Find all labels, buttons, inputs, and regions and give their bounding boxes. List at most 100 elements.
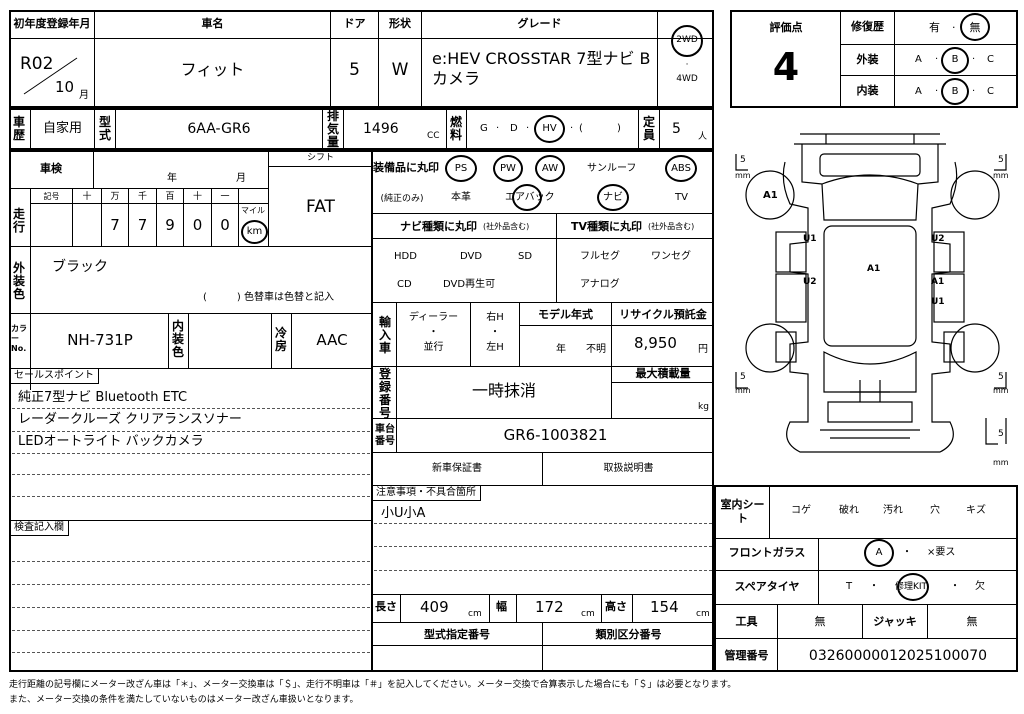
navi-dvd-play: DVD再生可 <box>443 279 496 290</box>
damage-mark: A1 <box>763 190 778 201</box>
shape-label: 形状 <box>389 17 411 30</box>
cm-unit: cm <box>581 609 595 619</box>
first-reg-year: R02 <box>20 54 54 74</box>
sheet-tear: 破れ <box>839 505 859 516</box>
notes-label: 注意事項・不具合箇所 <box>372 486 481 501</box>
repair-no: 無 <box>969 21 981 34</box>
depth-unit: mm <box>735 386 751 395</box>
history-label: 車歴 <box>12 115 25 142</box>
equip-tv: TV <box>675 192 688 203</box>
equip-ps: PS <box>454 163 468 174</box>
shaken-month-unit: 月 <box>236 173 246 184</box>
car-name: フィット <box>180 60 245 79</box>
doors: 5 <box>349 60 360 80</box>
capacity-unit: 人 <box>698 132 708 142</box>
equip-leather: 本革 <box>451 192 471 203</box>
ext-color-note: ( ) 色替車は色替と記入 <box>203 292 334 303</box>
depth-value: 5 <box>740 155 746 165</box>
damage-mark: A1 <box>867 264 881 274</box>
equip-ps-circle <box>445 155 477 182</box>
windshield-dot: ・ <box>902 547 912 558</box>
mileage-digit: 7 <box>110 216 120 234</box>
sheet-hole: 穴 <box>930 505 940 516</box>
mileage-digit: 9 <box>165 216 175 234</box>
model-year-label: モデル年式 <box>538 308 593 321</box>
navi-dvd: DVD <box>460 251 483 262</box>
tools-label: 工具 <box>735 615 758 628</box>
evaluation-box <box>730 10 1018 108</box>
capacity: 5 <box>672 121 681 137</box>
slash-divider <box>23 57 78 95</box>
mileage-col-4: 百 <box>165 192 175 202</box>
cooler-label: 冷房 <box>274 326 287 353</box>
tv-analog: アナログ <box>580 279 620 290</box>
mileage-col-5: 十 <box>192 192 202 202</box>
import-right: 右H <box>486 312 504 323</box>
spare-kit-circle <box>897 573 929 601</box>
int-grade-a: A <box>915 86 922 97</box>
capacity-label: 定員 <box>642 115 655 142</box>
equip-abs: ABS <box>671 163 691 174</box>
sales-point-line: 純正7型ナビ Bluetooth ETC <box>18 390 188 405</box>
depth-value: 5 <box>740 372 746 382</box>
score-label: 評価点 <box>769 21 803 34</box>
navi-sub: (社外品含む) <box>483 222 530 231</box>
inspector-label: 検査記入欄 <box>10 521 69 536</box>
spare-t: T <box>846 581 853 592</box>
windshield-a: A <box>875 547 883 558</box>
int-circle <box>941 78 969 105</box>
sheet-burn: コゲ <box>791 505 811 516</box>
fuel-circle <box>534 115 565 143</box>
fuel-open: ( <box>579 123 583 134</box>
depth-unit: mm <box>735 171 751 180</box>
equip-abs-circle <box>665 155 697 182</box>
sales-point-line: LEDオートライト バックカメラ <box>18 434 204 449</box>
sales-point-line: レーダークルーズ クリアランスソナー <box>18 412 242 427</box>
fuel-d: D <box>510 123 518 134</box>
mile-unit: マイル <box>241 206 265 215</box>
tv-fullseg: フルセグ <box>580 251 620 262</box>
car-name-label: 車名 <box>201 17 224 30</box>
mileage-digit: 0 <box>220 216 230 234</box>
car-damage-diagram <box>735 133 1007 453</box>
equip-navi-circle <box>597 184 629 211</box>
damage-mark: U1 <box>931 297 945 307</box>
model: 6AA-GR6 <box>187 121 251 137</box>
repair-circle <box>960 13 990 41</box>
equip-pw: PW <box>500 163 516 174</box>
windshield-replace: ×要ス <box>927 547 956 558</box>
cm-unit: cm <box>468 609 482 619</box>
ext-grade-a: A <box>915 54 922 65</box>
interior-label: 内装 <box>856 84 879 97</box>
shift-label: シフト <box>306 153 334 163</box>
km-unit: km <box>246 226 263 237</box>
repair-yes: 有 <box>929 21 940 34</box>
recycle-unit: 円 <box>698 344 708 355</box>
width: 172 <box>535 598 564 616</box>
fuel-label: 燃料 <box>449 115 462 142</box>
ext-circle <box>941 47 969 74</box>
shaken-label: 車検 <box>40 162 62 175</box>
model-year-unknown: 不明 <box>586 344 606 355</box>
spare-label: スペアタイヤ <box>734 580 800 593</box>
model-year-unit: 年 <box>556 344 566 355</box>
ext-grade-b: B <box>951 54 959 65</box>
drive-2wd: 2WD <box>676 35 698 45</box>
equip-navi: ナビ <box>603 192 623 203</box>
depth-value: 5 <box>998 429 1004 439</box>
score: 4 <box>772 45 800 89</box>
mileage-col-1: 十 <box>82 192 92 202</box>
int-grade-b: B <box>951 86 959 97</box>
navi-sd: SD <box>518 251 533 262</box>
equip-pw-circle <box>493 155 523 182</box>
header-box <box>9 10 714 108</box>
mileage-col-symbol: 記号 <box>43 192 60 201</box>
shift: FAT <box>306 197 335 217</box>
shaken-year-unit: 年 <box>167 173 177 184</box>
windshield-label: フロントガラス <box>728 546 806 559</box>
displacement: 1496 <box>363 121 399 137</box>
import-left: 左H <box>486 342 504 353</box>
tv-oneseg: ワンセグ <box>651 251 691 262</box>
import-dot: ・ <box>490 327 500 338</box>
height: 154 <box>650 598 679 616</box>
